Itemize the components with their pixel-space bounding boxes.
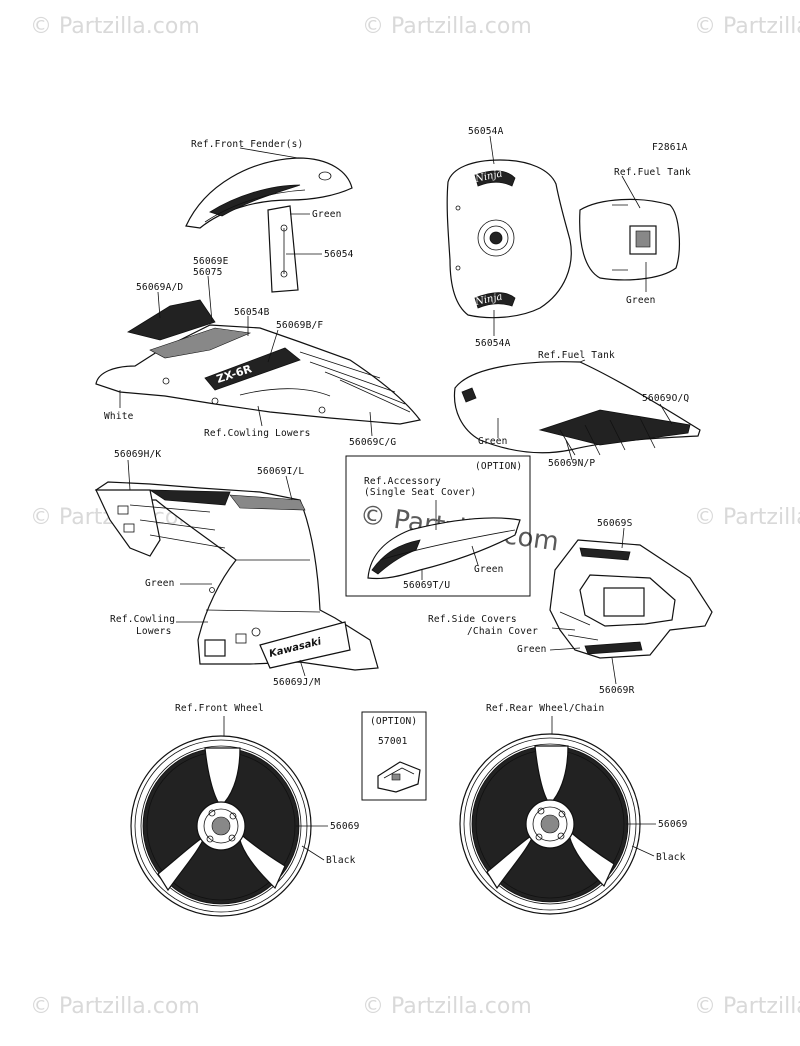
label-ref-front-fender: Ref.Front Fender(s) xyxy=(191,139,304,150)
label-ref-fuel-tank-1: Ref.Fuel Tank xyxy=(614,167,691,178)
label-56069o-q: 56069O/Q xyxy=(642,393,690,404)
label-56054: 56054 xyxy=(324,249,354,260)
label-56054b: 56054B xyxy=(234,307,270,318)
watermark: © Partzilla.com xyxy=(694,505,800,530)
label-ref-accessory: Ref.Accessory xyxy=(364,476,441,487)
label-green-cowl: Green xyxy=(145,578,175,589)
label-56054a-bottom: 56054A xyxy=(475,338,511,349)
option-seat-cover xyxy=(345,455,531,597)
label-56069-front: 56069 xyxy=(330,821,360,832)
label-white: White xyxy=(104,411,134,422)
front-fender xyxy=(185,147,353,293)
label-56069s: 56069S xyxy=(597,518,633,529)
seat-cowl-side xyxy=(453,359,701,461)
label-ref-cowling-lowers-1: Ref.Cowling Lowers xyxy=(204,428,311,439)
figure-code: F2861A xyxy=(652,142,688,153)
seat-cowl-rear xyxy=(549,527,713,685)
label-56069c-g: 56069C/G xyxy=(349,437,397,448)
label-green-seat: Green xyxy=(474,564,504,575)
label-black-front: Black xyxy=(326,855,356,866)
label-56069i-l: 56069I/L xyxy=(257,466,305,477)
label-56069a-d: 56069A/D xyxy=(136,282,184,293)
watermark: © Partzilla.com xyxy=(30,14,200,39)
label-56069j-m: 56069J/M xyxy=(273,677,321,688)
label-chain-cover: /Chain Cover xyxy=(467,626,539,637)
rear-wheel xyxy=(459,716,656,915)
label-56054a-top: 56054A xyxy=(468,126,504,137)
label-56075: 56075 xyxy=(193,267,223,278)
watermark: © Partzilla.com xyxy=(694,14,800,39)
label-ref-side-covers: Ref.Side Covers xyxy=(428,614,517,625)
label-56069-rear: 56069 xyxy=(658,819,688,830)
watermark: © Partzilla.com xyxy=(30,994,200,1019)
label-option-1: (OPTION) xyxy=(475,461,523,472)
label-single-seat-cover: (Single Seat Cover) xyxy=(364,487,477,498)
label-ref-cowling-2a: Ref.Cowling xyxy=(110,614,176,625)
label-56069n-p: 56069N/P xyxy=(548,458,596,469)
label-56069h-k: 56069H/K xyxy=(114,449,162,460)
label-ref-fuel-tank-2: Ref.Fuel Tank xyxy=(538,350,615,361)
option-57001 xyxy=(361,711,427,801)
middle-cowl xyxy=(94,459,379,677)
label-ref-rear-wheel: Ref.Rear Wheel/Chain xyxy=(486,703,605,714)
label-option-2: (OPTION) xyxy=(370,716,418,727)
upper-cowl xyxy=(95,275,422,437)
fuel-tank-top xyxy=(446,135,680,336)
label-green-fender: Green xyxy=(312,209,342,220)
label-black-rear: Black xyxy=(656,852,686,863)
label-56069e: 56069E xyxy=(193,256,229,267)
label-green-rear: Green xyxy=(517,644,547,655)
watermark: © Partzilla.com xyxy=(362,14,532,39)
label-56069r: 56069R xyxy=(599,685,635,696)
label-57001: 57001 xyxy=(378,736,408,747)
label-ref-front-wheel: Ref.Front Wheel xyxy=(175,703,264,714)
watermark: © Partzilla.com xyxy=(362,994,532,1019)
watermark: © Partzilla.com xyxy=(694,994,800,1019)
label-56069t-u: 56069T/U xyxy=(403,580,451,591)
label-green-tail: Green xyxy=(478,436,508,447)
label-green-tank: Green xyxy=(626,295,656,306)
label-ref-cowling-2b: Lowers xyxy=(136,626,172,637)
label-56069b-f: 56069B/F xyxy=(276,320,324,331)
front-wheel xyxy=(130,716,328,917)
